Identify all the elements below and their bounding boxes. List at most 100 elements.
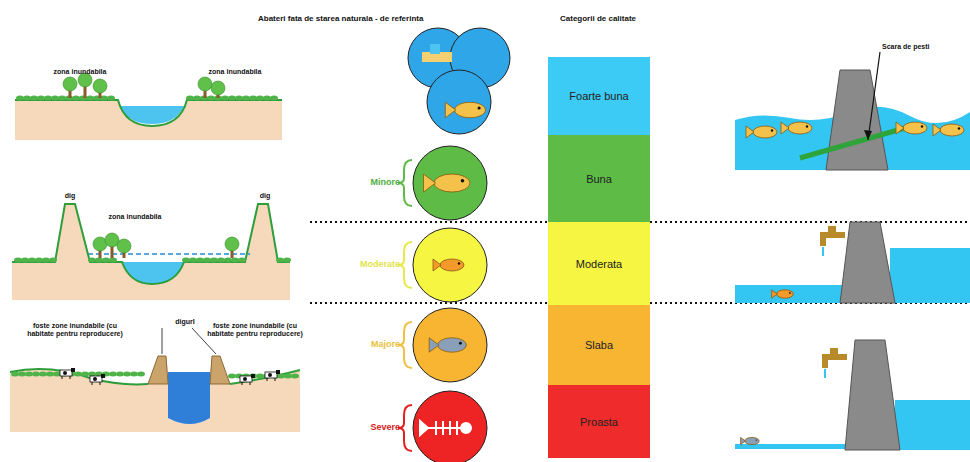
- grass: [18, 372, 26, 377]
- label: Moderate: [340, 259, 400, 269]
- grass: [193, 96, 201, 101]
- fish-tail: [746, 126, 754, 138]
- grass: [256, 374, 264, 379]
- fish-eye: [478, 106, 481, 109]
- grass: [14, 258, 22, 263]
- grass: [235, 96, 243, 101]
- grass: [72, 96, 80, 101]
- label: foste zone inundabile (cu habitate pentr…: [20, 322, 130, 338]
- grass: [284, 374, 292, 379]
- cow: [251, 374, 255, 378]
- cow: [242, 382, 243, 385]
- grass: [109, 258, 117, 263]
- grass: [35, 258, 43, 263]
- cow: [250, 382, 251, 385]
- grass: [256, 96, 264, 101]
- label: Minore: [350, 177, 400, 187]
- cow: [62, 376, 63, 379]
- tap: [828, 226, 836, 232]
- label: Severe: [350, 422, 400, 432]
- grass: [137, 372, 145, 377]
- water-drop: [822, 247, 824, 256]
- cow: [243, 377, 247, 381]
- fish: [753, 126, 777, 138]
- label: dig: [250, 192, 280, 200]
- grass: [130, 372, 138, 377]
- grass: [276, 258, 284, 263]
- grass: [270, 96, 278, 101]
- grass: [58, 96, 66, 101]
- quality-band: Moderata: [548, 222, 650, 305]
- grass: [186, 96, 194, 101]
- quality-band: Buna: [548, 135, 650, 222]
- grass: [30, 96, 38, 101]
- cow: [276, 370, 280, 374]
- label: zona inundabila: [40, 68, 120, 76]
- tree-crown: [78, 73, 92, 87]
- label: dig: [55, 192, 85, 200]
- grass: [277, 374, 285, 379]
- quality-band: Slaba: [548, 305, 650, 385]
- label: zona inundabila: [95, 213, 175, 221]
- band-label: Proasta: [580, 416, 618, 428]
- label: Scara de pesti: [882, 43, 962, 51]
- fish: [777, 290, 794, 298]
- grass: [196, 258, 204, 263]
- tap: [822, 354, 828, 368]
- fish-eye: [755, 439, 756, 440]
- cow: [71, 368, 75, 372]
- cow: [93, 377, 97, 381]
- cow: [92, 382, 93, 385]
- cow: [90, 376, 102, 382]
- fish: [434, 174, 470, 192]
- grass: [102, 258, 110, 263]
- band-label: Moderata: [576, 258, 622, 270]
- band-label: Foarte buna: [569, 90, 628, 102]
- grass: [21, 258, 29, 263]
- grass: [242, 96, 250, 101]
- grass: [217, 258, 225, 263]
- label: Abateri fata de starea naturala - de ref…: [258, 14, 488, 23]
- grass: [49, 258, 57, 263]
- quality-band: Foarte buna: [548, 57, 650, 135]
- fish-tail: [424, 174, 436, 192]
- grass: [189, 258, 197, 263]
- grass: [81, 372, 89, 377]
- cow: [70, 376, 71, 379]
- grass: [228, 374, 236, 379]
- grass: [231, 258, 239, 263]
- grass: [228, 96, 236, 101]
- fish: [940, 124, 964, 136]
- grass: [25, 372, 33, 377]
- tap: [830, 348, 838, 354]
- fish-eye: [771, 129, 773, 131]
- grass: [46, 372, 54, 377]
- grass: [39, 372, 47, 377]
- grass: [86, 96, 94, 101]
- fish-eye: [459, 342, 462, 345]
- band-label: Slaba: [585, 339, 613, 351]
- grass: [221, 96, 229, 101]
- grass: [263, 96, 271, 101]
- grass: [224, 258, 232, 263]
- grass: [74, 372, 82, 377]
- grass: [95, 258, 103, 263]
- grass: [207, 96, 215, 101]
- fish-tail: [933, 124, 941, 136]
- cow: [100, 382, 101, 385]
- fish-tail: [433, 259, 441, 271]
- cow: [265, 372, 277, 378]
- grass: [203, 258, 211, 263]
- tree-crown: [93, 79, 107, 93]
- cow: [268, 373, 272, 377]
- fish: [454, 102, 485, 118]
- grass: [283, 258, 291, 263]
- label: Majore: [350, 339, 400, 349]
- cow: [63, 371, 67, 375]
- cow: [240, 376, 252, 382]
- grass: [28, 258, 36, 263]
- tree-crown: [117, 239, 131, 253]
- tree-crown: [63, 77, 77, 91]
- grass: [32, 372, 40, 377]
